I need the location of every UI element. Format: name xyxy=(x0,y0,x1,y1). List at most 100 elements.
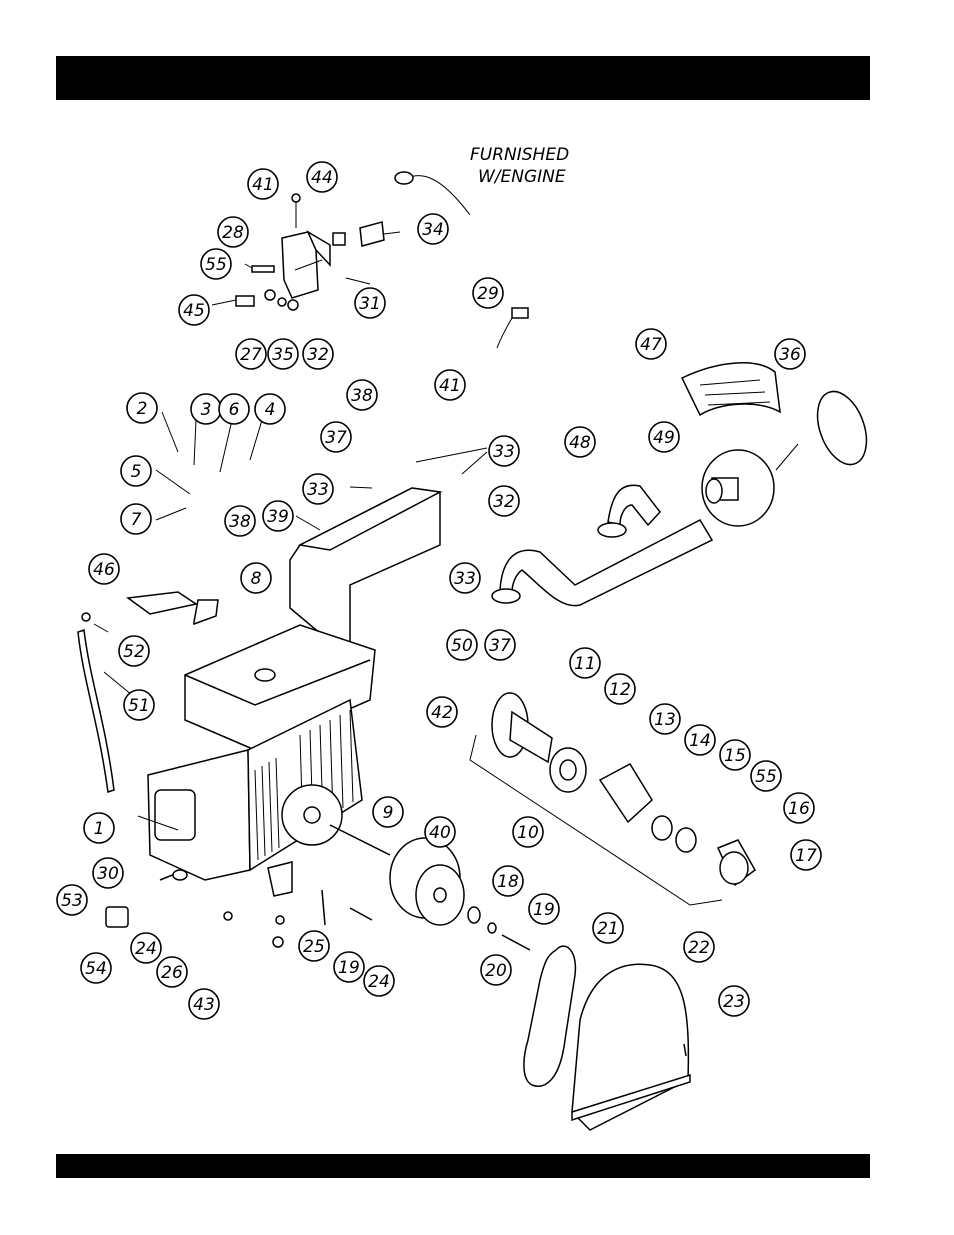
callout-31: 31 xyxy=(355,288,385,318)
callout-21: 21 xyxy=(593,913,623,943)
callout-label: 1 xyxy=(94,819,105,839)
callout-16: 16 xyxy=(784,793,814,823)
callout-label: 43 xyxy=(193,995,215,1015)
callout-label: 26 xyxy=(161,963,183,983)
callout-label: 13 xyxy=(654,710,676,730)
callout-33: 33 xyxy=(489,436,519,466)
callout-label: 20 xyxy=(485,961,507,981)
callout-52: 52 xyxy=(119,636,149,666)
callout-47: 47 xyxy=(636,329,666,359)
callout-label: 19 xyxy=(338,958,360,978)
callout-label: 41 xyxy=(252,175,274,195)
heat-shield xyxy=(682,363,780,415)
callout-25: 25 xyxy=(299,931,329,961)
callout-label: 15 xyxy=(724,746,746,766)
callout-label: 24 xyxy=(368,972,390,992)
callout-label: 37 xyxy=(489,636,511,656)
callout-label: 17 xyxy=(795,846,817,866)
callout-label: 14 xyxy=(689,731,711,751)
mounting-brackets xyxy=(128,592,218,624)
callout-17: 17 xyxy=(791,840,821,870)
callout-19: 19 xyxy=(334,952,364,982)
callout-label: 52 xyxy=(123,642,145,662)
furnished-note: FURNISHED W/ENGINE xyxy=(470,145,569,187)
callout-30: 30 xyxy=(93,858,123,888)
callout-7: 7 xyxy=(121,504,151,534)
callout-23: 23 xyxy=(719,986,749,1016)
callout-label: 38 xyxy=(351,386,373,406)
callout-label: 45 xyxy=(183,301,205,321)
callout-label: 4 xyxy=(265,400,276,420)
callout-label: 33 xyxy=(493,442,515,462)
callout-4: 4 xyxy=(255,394,285,424)
callout-label: 3 xyxy=(201,400,212,420)
callout-8: 8 xyxy=(241,563,271,593)
callout-label: 36 xyxy=(779,345,801,365)
clamp-band xyxy=(808,385,875,471)
callout-label: 32 xyxy=(493,492,515,512)
callout-label: 37 xyxy=(325,428,347,448)
callout-2: 2 xyxy=(127,393,157,423)
callout-27: 27 xyxy=(236,339,266,369)
callout-13: 13 xyxy=(650,704,680,734)
callout-53: 53 xyxy=(57,885,87,915)
callout-37: 37 xyxy=(321,422,351,452)
callout-55: 55 xyxy=(751,761,781,791)
callout-32: 32 xyxy=(489,486,519,516)
callout-label: 16 xyxy=(788,799,810,819)
callout-6: 6 xyxy=(219,394,249,424)
callout-1: 1 xyxy=(84,813,114,843)
callout-36: 36 xyxy=(775,339,805,369)
callout-38: 38 xyxy=(347,380,377,410)
callout-label: 29 xyxy=(477,284,499,304)
callout-label: 18 xyxy=(497,872,519,892)
callout-label: 6 xyxy=(229,400,240,420)
callout-label: 55 xyxy=(755,767,777,787)
callout-label: 55 xyxy=(205,255,227,275)
note-line-1: FURNISHED xyxy=(470,145,569,165)
callout-label: 31 xyxy=(359,294,381,314)
callout-41: 41 xyxy=(435,370,465,400)
callout-label: 44 xyxy=(311,168,333,188)
callout-label: 40 xyxy=(429,823,451,843)
callout-14: 14 xyxy=(685,725,715,755)
callout-label: 30 xyxy=(97,864,119,884)
callout-label: 24 xyxy=(135,939,157,959)
callout-45: 45 xyxy=(179,295,209,325)
callout-28: 28 xyxy=(218,217,248,247)
callout-label: 22 xyxy=(688,938,710,958)
v-belt xyxy=(524,946,576,1086)
callout-label: 49 xyxy=(653,428,675,448)
wire-harness xyxy=(497,308,528,348)
callout-44: 44 xyxy=(307,162,337,192)
callout-label: 53 xyxy=(61,891,83,911)
callout-22: 22 xyxy=(684,932,714,962)
callout-label: 2 xyxy=(137,399,148,419)
callout-label: 50 xyxy=(451,636,473,656)
callout-24: 24 xyxy=(131,933,161,963)
callout-label: 10 xyxy=(517,823,539,843)
callout-49: 49 xyxy=(649,422,679,452)
callout-32: 32 xyxy=(303,339,333,369)
callout-label: 48 xyxy=(569,433,591,453)
callout-12: 12 xyxy=(605,674,635,704)
callout-11: 11 xyxy=(570,648,600,678)
callout-label: 35 xyxy=(272,345,294,365)
callout-50: 50 xyxy=(447,630,477,660)
callout-48: 48 xyxy=(565,427,595,457)
callout-10: 10 xyxy=(513,817,543,847)
callout-41: 41 xyxy=(248,169,278,199)
muffler xyxy=(702,444,798,526)
callout-51: 51 xyxy=(124,690,154,720)
callout-label: 46 xyxy=(93,560,115,580)
callout-label: 5 xyxy=(131,462,142,482)
callout-29: 29 xyxy=(473,278,503,308)
callout-39: 39 xyxy=(263,501,293,531)
callout-55: 55 xyxy=(201,249,231,279)
callout-label: 47 xyxy=(640,335,662,355)
callout-46: 46 xyxy=(89,554,119,584)
exhaust-pipe xyxy=(492,485,712,605)
callout-26: 26 xyxy=(157,957,187,987)
callout-9: 9 xyxy=(373,797,403,827)
